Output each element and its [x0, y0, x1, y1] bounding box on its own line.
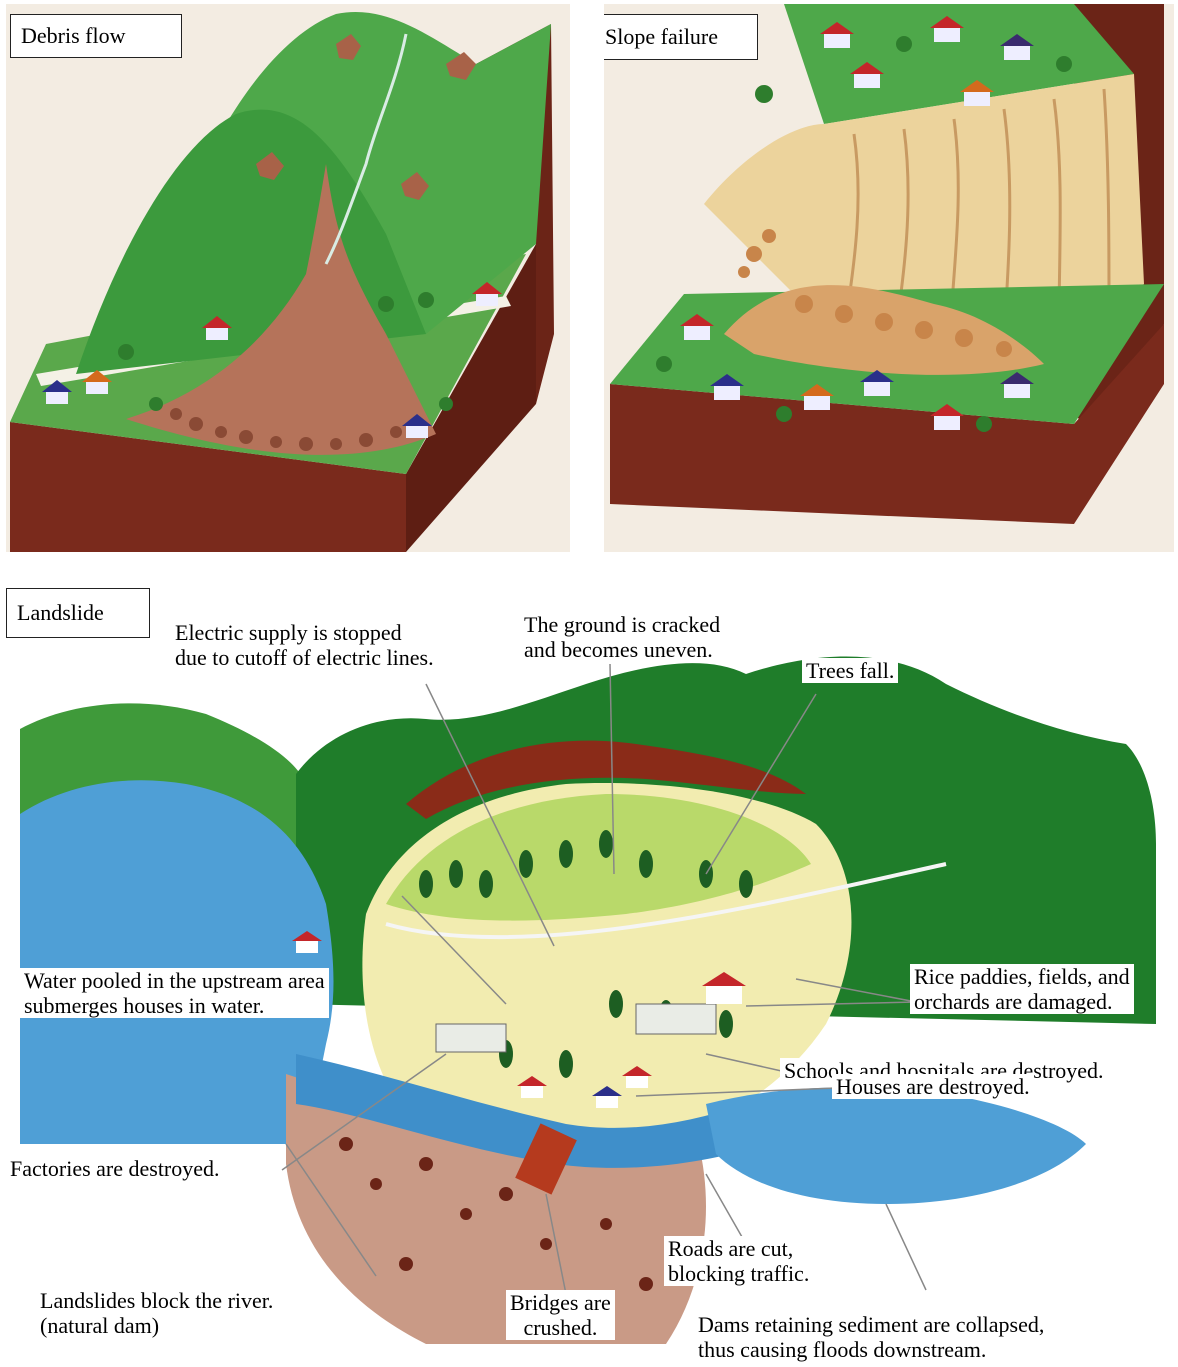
- callout-line: due to cutoff of electric lines.: [175, 645, 434, 670]
- callout-line: Bridges are: [510, 1290, 611, 1315]
- callout-ground-cracked: The ground is cracked and becomes uneven…: [520, 612, 724, 662]
- callout-houses-destroyed: Houses are destroyed.: [832, 1074, 1034, 1099]
- callout-trees-fall: Trees fall.: [802, 658, 898, 683]
- callout-line: thus causing floods downstream.: [698, 1337, 1044, 1362]
- slope-failure-panel: Slope failure: [604, 4, 1174, 552]
- debris-flow-title: Debris flow: [21, 24, 125, 48]
- callout-line: Houses are destroyed.: [836, 1074, 1030, 1099]
- callout-bridges-crushed: Bridges are crushed.: [506, 1290, 615, 1340]
- panel-title: Landslide: [6, 588, 150, 638]
- callout-line: Rice paddies, fields, and: [914, 964, 1130, 989]
- callout-line: Electric supply is stopped: [175, 620, 434, 645]
- slope-failure-illustration: [604, 4, 1174, 552]
- callout-natural-dam: Landslides block the river. (natural dam…: [36, 1288, 277, 1338]
- callout-line: Factories are destroyed.: [10, 1156, 220, 1181]
- slope-failure-title: Slope failure: [605, 25, 718, 49]
- debris-flow-illustration: [6, 4, 570, 552]
- callout-line: Landslides block the river.: [40, 1288, 273, 1313]
- callout-line: and becomes uneven.: [524, 637, 720, 662]
- callout-rice-paddies: Rice paddies, fields, and orchards are d…: [910, 964, 1134, 1014]
- callout-water-pooled: Water pooled in the upstream area submer…: [20, 968, 329, 1018]
- callout-line: Dams retaining sediment are collapsed,: [698, 1312, 1044, 1337]
- callout-roads-cut: Roads are cut, blocking traffic.: [664, 1236, 813, 1286]
- callout-line: crushed.: [510, 1315, 611, 1340]
- callout-line: Roads are cut,: [668, 1236, 809, 1261]
- callout-dams-collapsed: Dams retaining sediment are collapsed, t…: [694, 1312, 1048, 1362]
- callout-line: Water pooled in the upstream area: [24, 968, 325, 993]
- callout-line: orchards are damaged.: [914, 989, 1130, 1014]
- callout-electric-supply: Electric supply is stopped due to cutoff…: [171, 620, 438, 670]
- landslide-title: Landslide: [17, 601, 104, 625]
- panel-title: Slope failure: [604, 14, 758, 60]
- debris-flow-panel: Debris flow: [6, 4, 570, 552]
- callout-line: Trees fall.: [806, 658, 894, 683]
- panel-title: Debris flow: [10, 14, 182, 58]
- callout-line: (natural dam): [40, 1313, 273, 1338]
- landslide-panel: Landslide Electric supply is stopped due…: [6, 584, 1178, 1367]
- callout-line: The ground is cracked: [524, 612, 720, 637]
- callout-line: submerges houses in water.: [24, 993, 325, 1018]
- callout-line: blocking traffic.: [668, 1261, 809, 1286]
- callout-factories-destroyed: Factories are destroyed.: [6, 1156, 224, 1181]
